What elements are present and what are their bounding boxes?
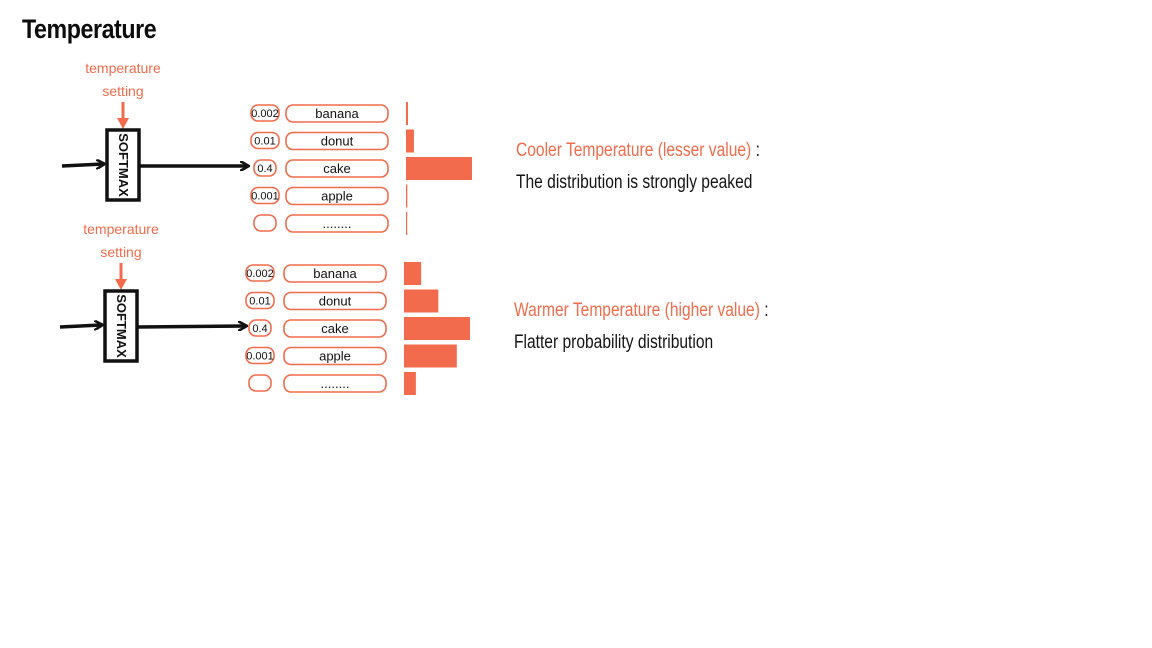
prob-pill	[248, 374, 272, 392]
temperature-label-line1: temperature	[85, 60, 161, 76]
prob-pill	[253, 159, 277, 177]
word-box	[285, 214, 389, 233]
token-word: cake	[321, 321, 348, 336]
word-box	[283, 374, 387, 393]
input-arrow	[61, 164, 103, 166]
word-box	[283, 291, 387, 311]
prob-pill	[245, 291, 275, 310]
output-arrow	[136, 326, 245, 327]
token-row: 0.01 donut	[245, 289, 439, 313]
word-box	[285, 104, 389, 123]
page-title: Temperature	[22, 14, 157, 44]
temperature-label-line2: setting	[102, 83, 143, 99]
probability-bar	[404, 372, 416, 395]
prob-pill	[250, 131, 280, 150]
token-row: 0.01 donut	[250, 129, 414, 153]
token-row: 0.001 apple	[250, 184, 408, 208]
probability-bar	[404, 317, 470, 340]
probability-bar	[406, 184, 408, 208]
prob-value: 0.01	[254, 136, 275, 148]
warmer-heading: Warmer Temperature (higher value)	[514, 300, 760, 321]
prob-value: 0.002	[251, 108, 279, 120]
cooler-description: The distribution is strongly peaked	[516, 172, 753, 193]
probability-bar	[406, 129, 414, 153]
softmax-box	[105, 128, 141, 202]
token-word: cake	[323, 161, 350, 176]
warmer-colon: :	[764, 300, 769, 321]
probability-bar	[404, 262, 422, 285]
word-box	[283, 346, 387, 366]
prob-value: 0.01	[249, 296, 270, 308]
softmax-box	[103, 289, 139, 363]
prob-value: 0.4	[257, 163, 272, 175]
prob-value: 0.4	[252, 323, 267, 335]
token-row: 0.4 cake	[253, 157, 472, 180]
word-box	[285, 131, 389, 151]
token-word: ........	[323, 216, 352, 231]
temperature-label-line2: setting	[100, 244, 141, 260]
probability-bar	[406, 102, 408, 125]
token-word: apple	[319, 349, 351, 364]
word-box	[283, 264, 387, 283]
token-word: banana	[313, 266, 357, 281]
token-row: 0.4 cake	[248, 317, 470, 340]
word-box	[283, 319, 387, 338]
word-box	[285, 186, 389, 206]
token-row: 0.002 banana	[250, 102, 408, 125]
token-word: ........	[321, 376, 350, 391]
prob-pill	[250, 104, 280, 122]
softmax-label: SOFTMAX	[116, 133, 131, 197]
input-arrow	[59, 325, 101, 327]
token-row: ........	[253, 212, 408, 235]
probability-bar	[404, 344, 457, 368]
prob-pill	[245, 264, 275, 282]
prob-value: 0.002	[246, 268, 274, 280]
softmax-label: SOFTMAX	[114, 294, 129, 358]
probability-bar	[404, 289, 439, 313]
warmer-description: Flatter probability distribution	[514, 332, 714, 353]
prob-pill	[245, 346, 275, 365]
prob-pill	[248, 319, 272, 337]
probability-bar	[406, 212, 408, 235]
cooler-heading-line: Cooler Temperature (lesser value) :	[516, 140, 760, 162]
prob-value: 0.001	[251, 191, 279, 203]
probability-bar	[406, 157, 472, 180]
cooler-colon: :	[755, 140, 760, 161]
word-box	[285, 159, 389, 178]
prob-value: 0.001	[246, 351, 274, 363]
token-word: apple	[321, 189, 353, 204]
prob-pill	[253, 214, 277, 232]
token-row: 0.001 apple	[245, 344, 457, 368]
warmer-heading-line: Warmer Temperature (higher value) :	[514, 300, 769, 322]
temperature-label-line1: temperature	[83, 221, 159, 237]
token-row: 0.002 banana	[245, 262, 422, 285]
token-word: donut	[321, 134, 354, 149]
cooler-heading: Cooler Temperature (lesser value)	[516, 140, 752, 161]
prob-pill	[250, 186, 280, 205]
token-row: ........	[248, 372, 416, 395]
token-word: donut	[319, 294, 352, 309]
token-word: banana	[315, 106, 359, 121]
